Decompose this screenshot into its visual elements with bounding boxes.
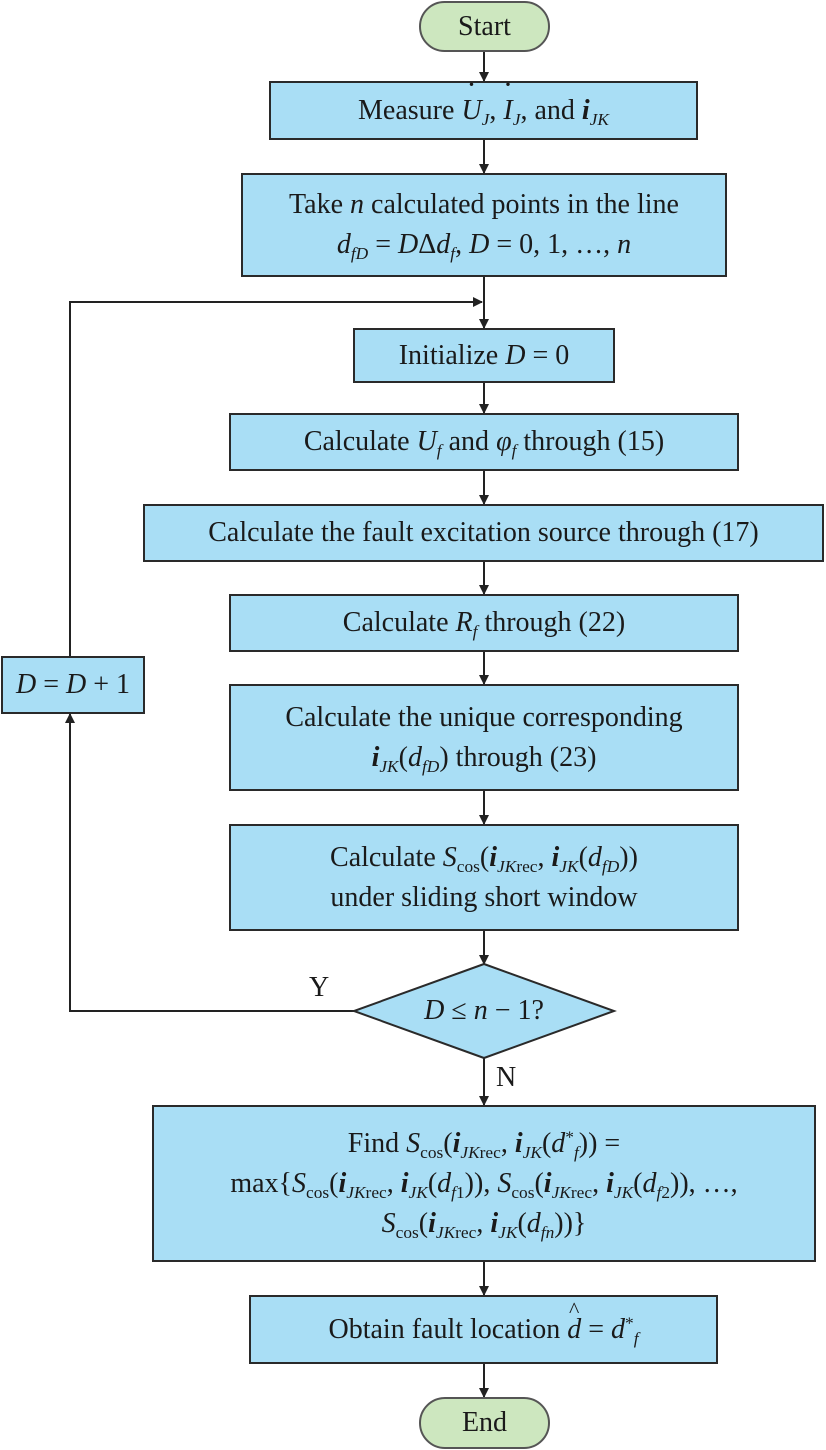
decision-label: D ≤ n − 1?: [424, 995, 544, 1026]
no-label: N: [496, 1062, 517, 1093]
increment-box: D = D + 1: [1, 656, 145, 714]
calc-ijk-box: Calculate the unique corresponding iJK(d…: [229, 684, 739, 791]
yes-label: Y: [309, 972, 330, 1003]
calc-source-box: Calculate the fault excitation source th…: [143, 504, 824, 562]
start-node: Start: [419, 1, 550, 52]
measure-box: Measure UJ, IJ, and iJK: [269, 81, 698, 140]
initialize-box: Initialize D = 0: [353, 328, 615, 383]
decision-diamond: [351, 962, 617, 1060]
end-node: End: [419, 1397, 550, 1449]
calc-uf-box: Calculate Uf and φf through (15): [229, 413, 739, 471]
obtain-box: Obtain fault location d = d*f: [249, 1295, 718, 1364]
calc-scos-box: Calculate Scos(iJKrec, iJK(dfD)) under s…: [229, 824, 739, 931]
take-points-box: Take n calculated points in the line dfD…: [241, 173, 727, 277]
calc-rf-box: Calculate Rf through (22): [229, 594, 739, 652]
find-box: Find Scos(iJKrec, iJK(d*f)) = max{Scos(i…: [152, 1105, 816, 1262]
